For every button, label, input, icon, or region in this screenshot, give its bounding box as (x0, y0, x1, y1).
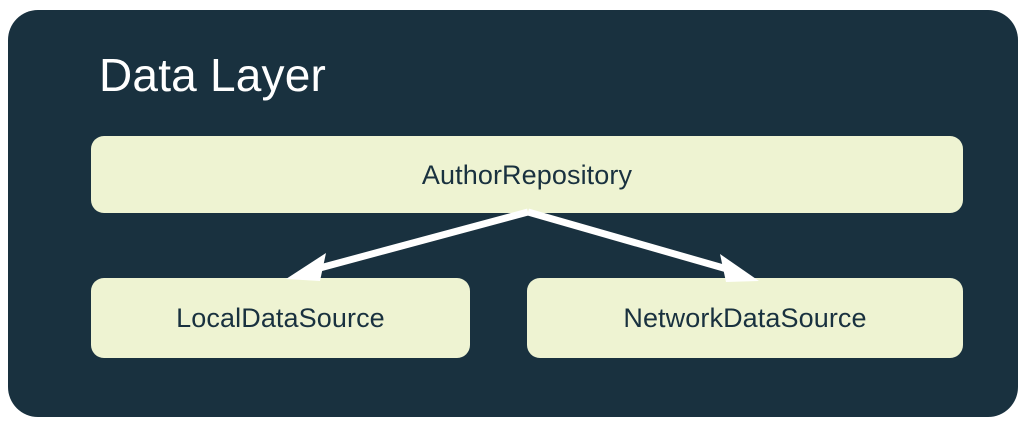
node-local-data-source[interactable]: LocalDataSource (91, 278, 470, 358)
node-label: LocalDataSource (176, 303, 385, 333)
node-author-repository[interactable]: AuthorRepository (91, 136, 963, 213)
page-title: Data Layer (99, 49, 327, 101)
node-label: AuthorRepository (421, 159, 633, 190)
node-label: NetworkDataSource (623, 303, 867, 333)
node-network-data-source[interactable]: NetworkDataSource (527, 278, 963, 358)
